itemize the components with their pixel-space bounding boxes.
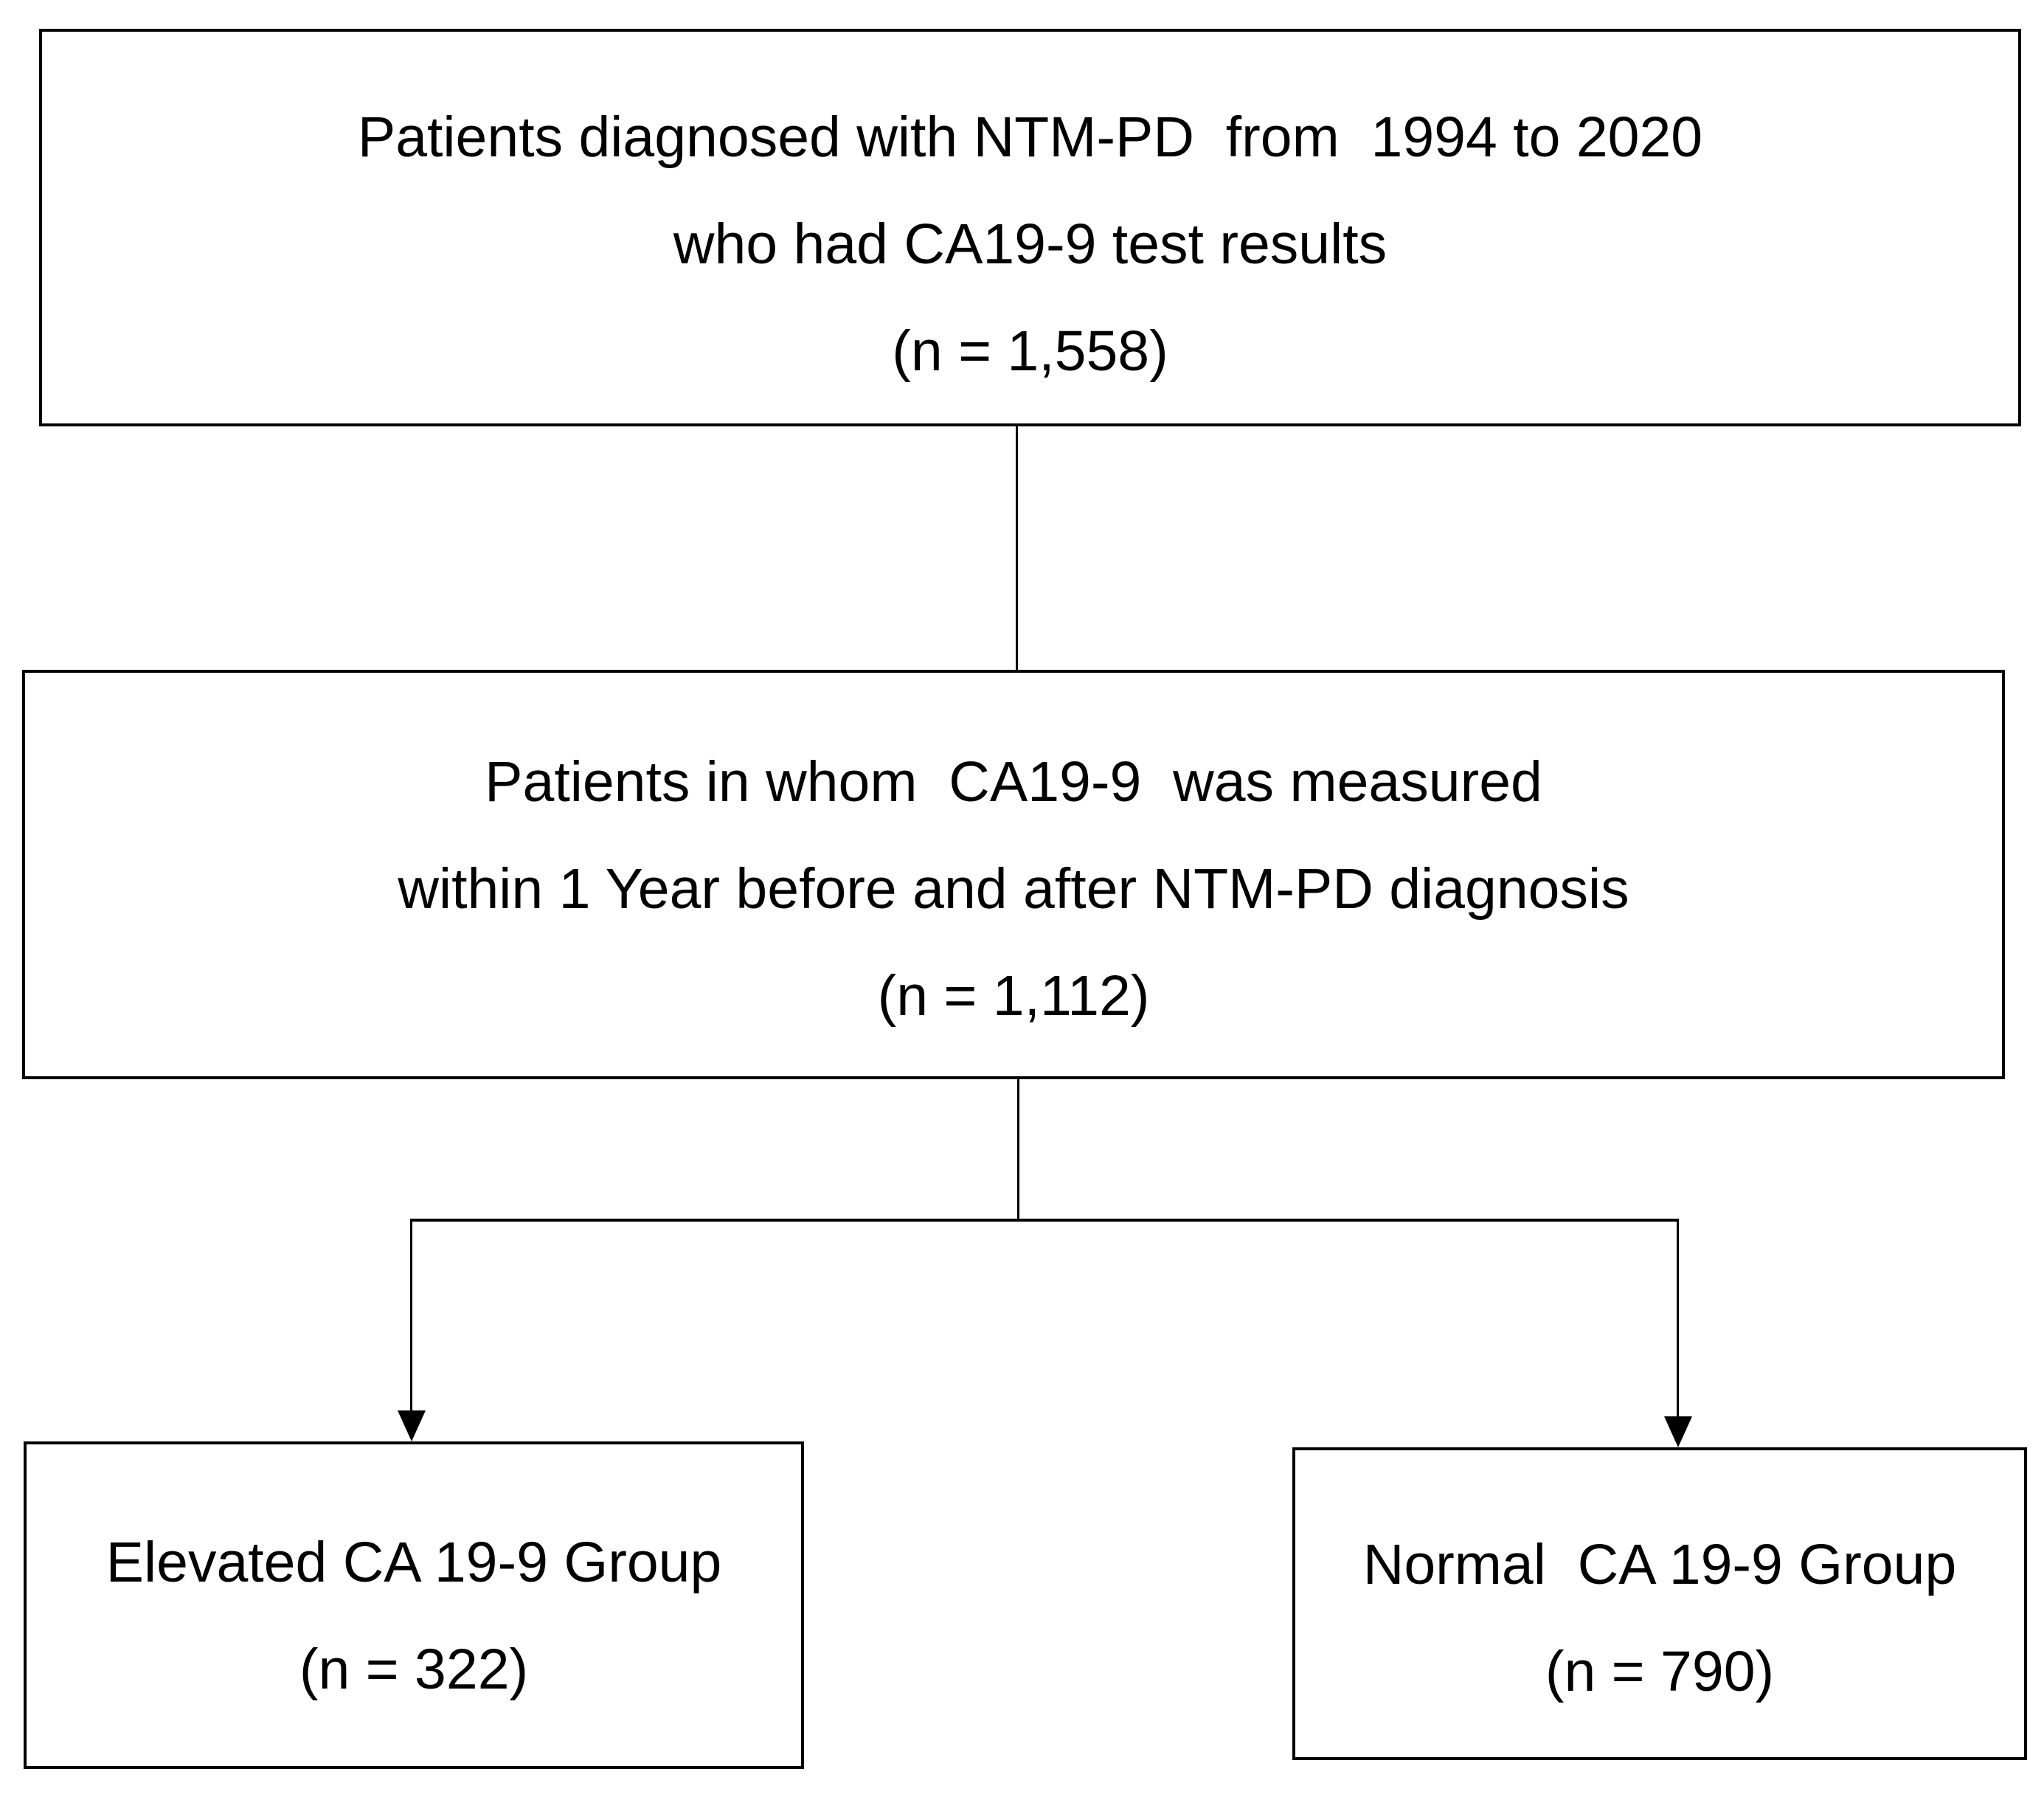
- box-text-line: Patients diagnosed with NTM-PD from 1994…: [357, 105, 1703, 169]
- connector-top-to-middle: [1016, 426, 1018, 670]
- sample-size-text: (n = 1,558): [892, 319, 1168, 383]
- sample-size-text: (n = 1,112): [877, 964, 1150, 1028]
- box-ca199-measured-within-1-year: Patients in whom CA19-9 was measured wit…: [22, 670, 2005, 1079]
- arrowhead-down-left-icon: [398, 1410, 426, 1441]
- connector-to-normal-group: [1677, 1219, 1679, 1418]
- connector-split-bar: [410, 1219, 1679, 1222]
- connector-middle-stub: [1017, 1079, 1019, 1220]
- sample-size-text: (n = 790): [1545, 1640, 1775, 1703]
- box-elevated-ca199-group: Elevated CA 19-9 Group (n = 322): [24, 1441, 804, 1769]
- box-text-line: within 1 Year before and after NTM-PD di…: [398, 857, 1629, 921]
- box-text-line: who had CA19-9 test results: [673, 212, 1388, 276]
- box-ntmpd-patients-total: Patients diagnosed with NTM-PD from 1994…: [39, 29, 2021, 426]
- arrowhead-down-right-icon: [1664, 1416, 1692, 1447]
- box-text-line: Normal CA 19-9 Group: [1362, 1533, 1957, 1596]
- connector-to-elevated-group: [410, 1219, 412, 1412]
- box-normal-ca199-group: Normal CA 19-9 Group (n = 790): [1292, 1447, 2027, 1760]
- box-text-line: Elevated CA 19-9 Group: [105, 1531, 722, 1594]
- sample-size-text: (n = 322): [299, 1638, 529, 1701]
- box-text-line: Patients in whom CA19-9 was measured: [485, 750, 1542, 814]
